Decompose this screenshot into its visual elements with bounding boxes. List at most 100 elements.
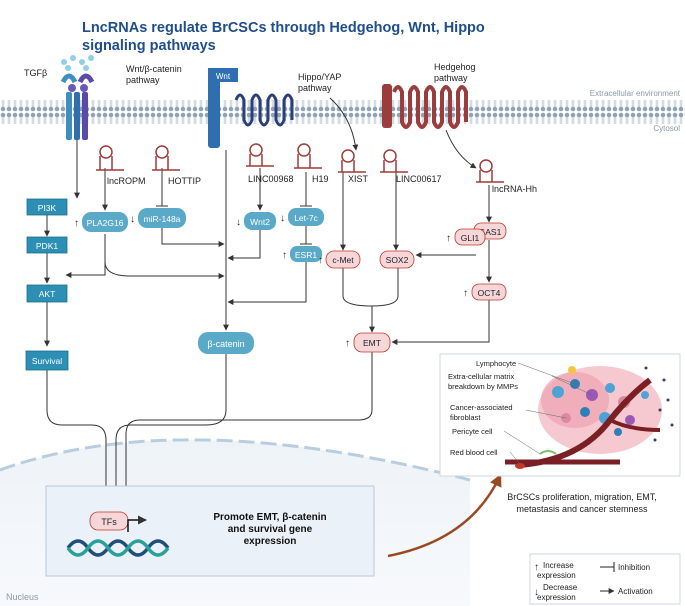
xist-rna-icon	[338, 149, 366, 173]
hedgehog-pathway-label-1: Hedgehog	[434, 62, 476, 72]
let7c-decrease-arrow: ↓	[280, 213, 285, 224]
extracellular-label: Extracellular environment	[590, 89, 681, 98]
wnt2-decrease-arrow: ↓	[236, 217, 241, 228]
emt-increase-arrow: ↑	[345, 338, 350, 349]
cytosol-label: Cytosol	[653, 124, 680, 133]
hottip-rna-icon	[152, 145, 180, 171]
figure-title-line2: signaling pathways	[82, 38, 216, 54]
lncrna-hh-label: lncRNA-Hh	[492, 184, 537, 194]
lncrna-hh-rna-icon	[476, 159, 504, 183]
caption-line2: metastasis and cancer stemness	[516, 504, 648, 514]
outcome-line1: Promote EMT, β-catenin	[213, 512, 326, 523]
wnt-receptor-label: Wnt	[216, 72, 231, 81]
rbc-label: Red blood cell	[450, 448, 498, 457]
cmet-increase-arrow: ↑	[318, 255, 323, 266]
pla2g16-increase-arrow: ↑	[74, 218, 79, 229]
pdk1-label: PDK1	[36, 241, 58, 251]
legend-inhibition-symbol	[600, 562, 615, 572]
outcome-line2: and survival gene	[228, 524, 313, 535]
tgfb-label: TGFβ	[24, 68, 47, 78]
bcatenin-label: β-catenin	[207, 339, 244, 349]
linc00968-label: LINC00968	[248, 174, 294, 184]
tumor-illustration	[505, 366, 674, 469]
legend-decrease-arrow: ↓	[534, 587, 539, 598]
nuclear-envelope	[0, 438, 471, 482]
caf-label-2: fibroblast	[450, 413, 481, 422]
oct4-box	[471, 283, 507, 301]
legend-box	[529, 553, 681, 605]
pi3k-label: PI3K	[38, 203, 57, 213]
linc00968-rna-icon	[246, 143, 274, 167]
h19-rna-icon	[294, 143, 322, 169]
legend-increase-arrow: ↑	[534, 562, 539, 573]
cell-membrane	[0, 96, 685, 124]
akt-label: AKT	[39, 289, 56, 299]
emt-box	[353, 332, 391, 353]
nucleus-label: Nucleus	[6, 592, 39, 602]
h19-label: H19	[312, 174, 329, 184]
gli1-increase-arrow: ↑	[446, 233, 451, 244]
pla2g16-box	[82, 212, 128, 232]
sox2-label: SOX2	[386, 255, 409, 265]
pdk1-box	[26, 236, 68, 254]
linc00617-rna-icon	[380, 149, 408, 173]
legend-decrease-line2: expression	[537, 593, 576, 602]
cmet-label: c-Met	[332, 255, 354, 265]
dna-helix-icon	[66, 539, 170, 557]
legend-inhibition-label: Inhibition	[618, 563, 650, 572]
lymphocyte-label: Lymphocyte	[476, 359, 516, 368]
wnt-pathway-label-2: pathway	[126, 75, 160, 85]
ecm-label-2: breakdown by MMPs	[448, 382, 518, 391]
hippo-pathway-label-1: Hippo/YAP	[298, 72, 341, 82]
mir148a-box	[138, 208, 186, 228]
survival-box	[25, 350, 69, 371]
oct4-increase-arrow: ↑	[463, 288, 468, 299]
pericyte-label: Pericyte cell	[452, 427, 493, 436]
hottip-label: HOTTIP	[168, 176, 201, 186]
transcription-start-arrow	[127, 515, 147, 532]
pi3k-box	[26, 198, 68, 216]
mir148a-decrease-arrow: ↓	[130, 214, 135, 225]
sox2-box	[379, 250, 415, 269]
linc00617-label: LINC00617	[396, 174, 442, 184]
xist-label: XIST	[348, 174, 369, 184]
caption-line1: BrCSCs proliferation, migration, EMT,	[507, 492, 657, 502]
hippo-pathway-label-2: pathway	[298, 83, 332, 93]
lncropm-rna-icon	[96, 145, 124, 171]
akt-box	[26, 284, 68, 303]
esr1-increase-arrow: ↑	[282, 250, 287, 261]
figure-title-line1: LncRNAs regulate BrCSCs through Hedgehog…	[82, 20, 485, 36]
hedgehog-pathway-label-2: pathway	[434, 73, 468, 83]
emt-label: EMT	[363, 338, 381, 348]
cmet-box	[325, 250, 361, 269]
tgfb-receptor	[60, 55, 95, 140]
caf-label-1: Cancer-associated	[450, 403, 513, 412]
wnt-pathway-label-1: Wnt/β-catenin	[126, 64, 182, 74]
legend-activation-label: Activation	[618, 587, 653, 596]
outcome-arrow	[387, 473, 502, 558]
wnt2-label: Wnt2	[250, 217, 270, 227]
outcome-line3: expression	[244, 536, 297, 547]
wnt2-box	[244, 212, 276, 230]
legend-decrease-line1: Decrease	[543, 583, 578, 592]
hedgehog-receptor	[382, 84, 468, 129]
esr1-box	[290, 246, 322, 262]
wnt-receptor	[208, 68, 294, 148]
gas1-label: GAS1	[479, 227, 502, 237]
let7c-box	[288, 208, 324, 226]
let7c-label: Let-7c	[294, 213, 318, 223]
survival-label: Survival	[32, 356, 62, 366]
pla2g16-label: PLA2G16	[87, 218, 124, 228]
tumor-leader-lines	[503, 362, 593, 465]
gli1-box	[454, 228, 486, 246]
tfs-label: TFs	[101, 517, 117, 527]
legend-increase-line1: Increase	[543, 561, 574, 570]
bcatenin-box	[198, 332, 254, 354]
legend-increase-line2: expression	[537, 571, 576, 580]
ecm-label-1: Extra-cellular matrix	[448, 372, 515, 381]
gene-expression-box	[45, 485, 375, 577]
lncropm-label: lncROPM	[107, 176, 146, 186]
pathway-connectors	[44, 97, 492, 493]
oct4-label: OCT4	[478, 288, 501, 298]
